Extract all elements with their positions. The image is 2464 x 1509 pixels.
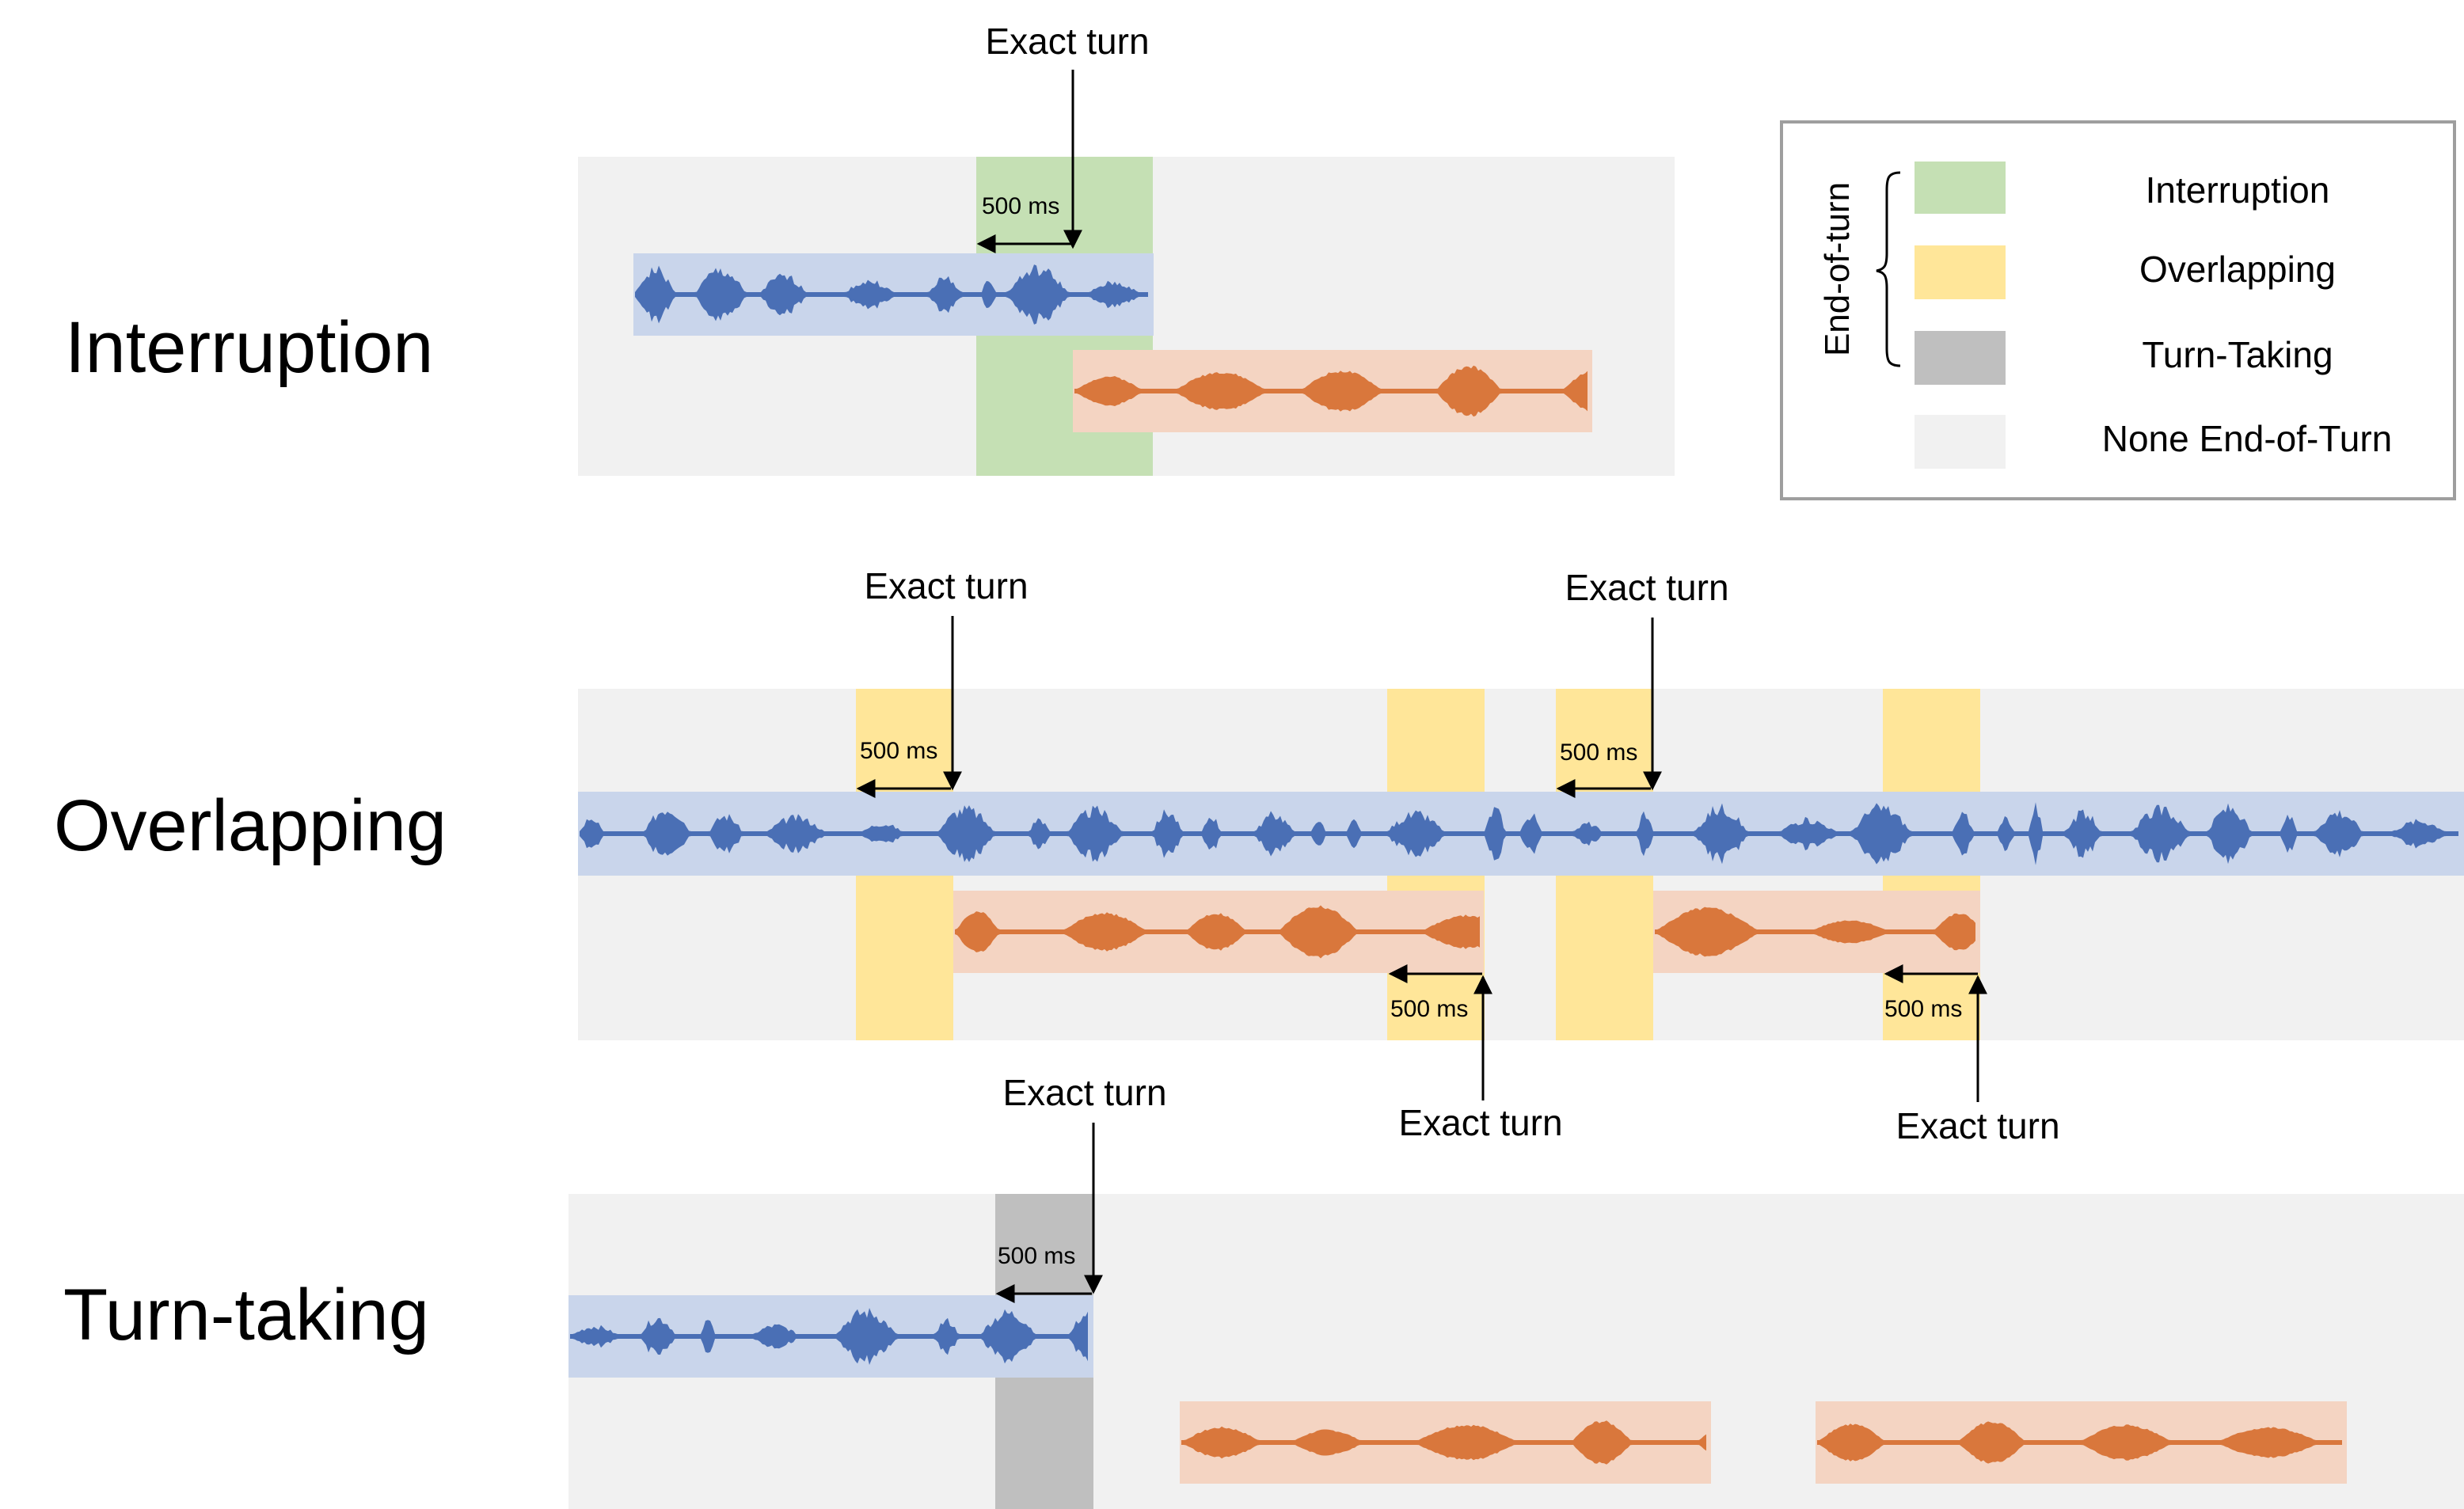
- overlapping-section: Overlapping Exact turn 500 ms Exact turn…: [54, 565, 2464, 1146]
- window-label: 500 ms: [1884, 996, 1962, 1022]
- speaker-a-waveform: [580, 802, 2458, 865]
- legend-frame: [1780, 120, 2456, 500]
- section-title-interruption: Interruption: [65, 307, 433, 388]
- window-label: 500 ms: [860, 738, 937, 764]
- speaker-b-waveform: [1817, 1421, 2342, 1464]
- waveform-shape: [1074, 365, 1588, 417]
- legend-group-label: End-of-turn: [1818, 182, 1857, 356]
- speaker-a-waveform: [635, 264, 1148, 325]
- legend-brace: [1876, 171, 1901, 367]
- legend-swatch-turn-taking: [1915, 331, 2006, 385]
- legend-label-turn-taking: Turn-Taking: [2142, 334, 2333, 375]
- exact-turn-label: Exact turn: [1896, 1105, 2059, 1146]
- exact-turn-label: Exact turn: [985, 21, 1149, 62]
- speaker-b-waveform: [1181, 1420, 1706, 1465]
- waveform-shape: [1817, 1421, 2342, 1464]
- speaker-a-waveform: [570, 1308, 1088, 1365]
- waveform-shape: [955, 905, 1480, 959]
- waveform-shape: [570, 1308, 1088, 1365]
- section-title-turn-taking: Turn-taking: [63, 1275, 429, 1355]
- legend-swatch-overlapping: [1915, 245, 2006, 299]
- exact-turn-label: Exact turn: [1398, 1102, 1562, 1143]
- exact-turn-label: Exact turn: [1565, 567, 1728, 608]
- legend-label-none-end-of-turn: None End-of-Turn: [2102, 418, 2392, 459]
- window-label: 500 ms: [998, 1243, 1075, 1269]
- legend-label-interruption: Interruption: [2146, 169, 2330, 211]
- exact-turn-label: Exact turn: [864, 565, 1028, 606]
- waveform-shape: [1181, 1420, 1706, 1465]
- section-title-overlapping: Overlapping: [54, 785, 447, 866]
- window-label: 500 ms: [1390, 996, 1468, 1022]
- turn-taking-section: Turn-taking Exact turn 500 ms: [63, 1072, 2464, 1509]
- interruption-section: Interruption Exact turn 500 ms: [65, 21, 1675, 476]
- waveform-shape: [635, 264, 1148, 325]
- legend-swatch-none-end-of-turn: [1915, 415, 2006, 469]
- waveform-shape: [580, 802, 2458, 865]
- legend-swatch-interruption: [1915, 162, 2006, 214]
- waveform-shape: [1655, 907, 1975, 957]
- legend: End-of-turn Interruption Overlapping Tur…: [1780, 120, 2456, 500]
- window-label: 500 ms: [1560, 739, 1637, 766]
- speaker-b-waveform: [1655, 907, 1975, 957]
- exact-turn-label: Exact turn: [1002, 1072, 1166, 1113]
- legend-label-overlapping: Overlapping: [2139, 249, 2336, 290]
- speaker-b-waveform: [955, 905, 1480, 959]
- speaker-b-waveform: [1074, 365, 1588, 417]
- window-label: 500 ms: [982, 193, 1059, 219]
